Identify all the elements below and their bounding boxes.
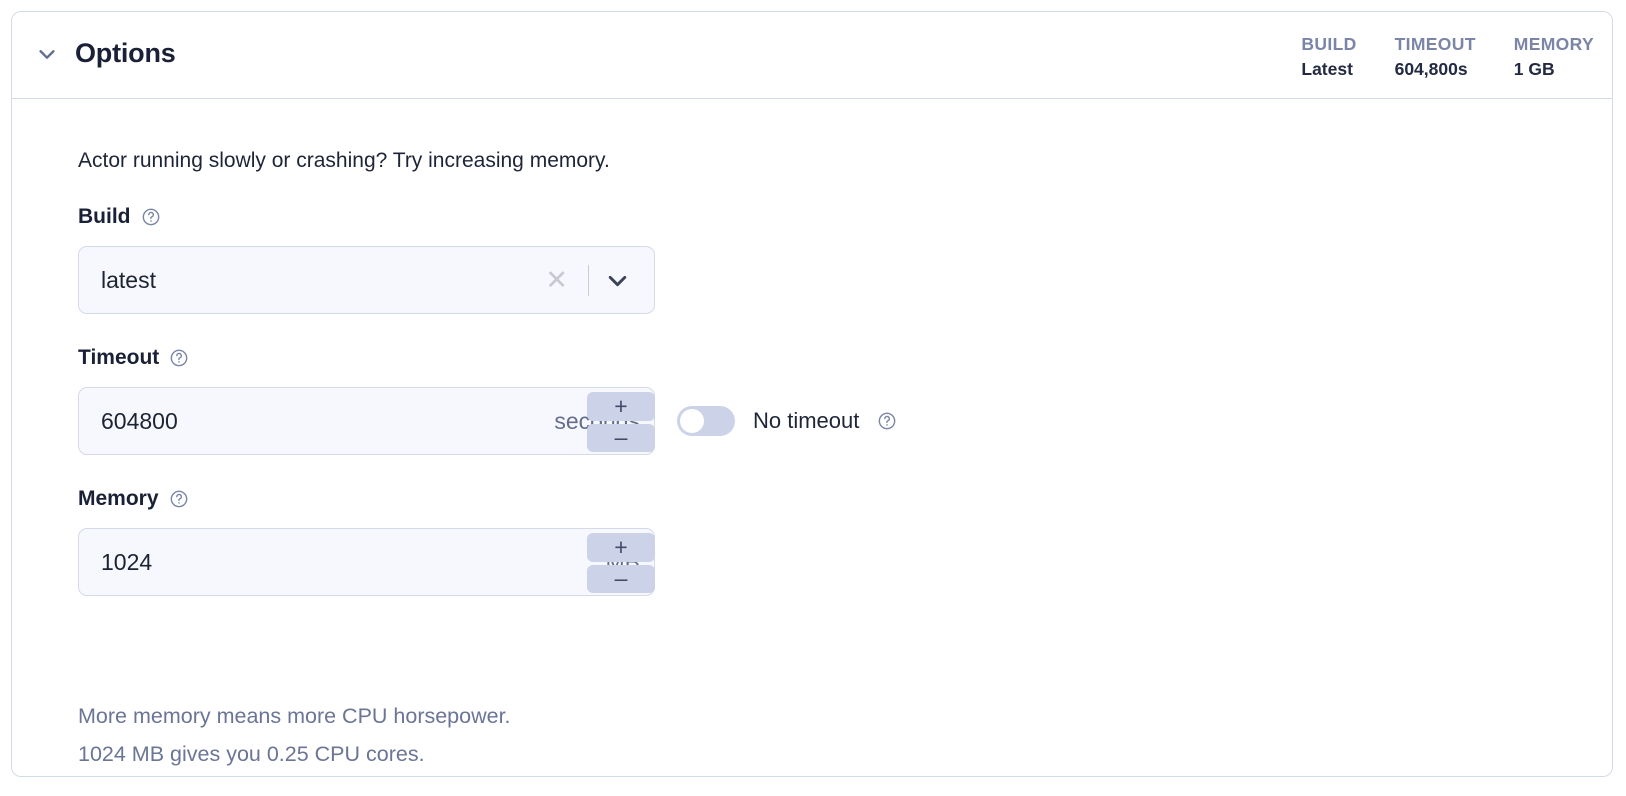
stat-memory-value: 1 GB — [1513, 59, 1555, 80]
memory-increment-button[interactable]: + — [587, 533, 655, 562]
intro-text: Actor running slowly or crashing? Try in… — [78, 149, 610, 172]
stat-timeout-value: 604,800s — [1394, 59, 1468, 80]
header-stats: BUILD Latest TIMEOUT 604,800s MEMORY 1 G… — [1301, 32, 1594, 83]
timeout-control-row: 604800 seconds + – No timeout — [78, 387, 897, 455]
memory-input-shell[interactable]: 1024 MB + – — [78, 528, 655, 596]
select-divider — [588, 264, 589, 296]
stat-build-value: Latest — [1301, 59, 1353, 80]
build-control-row: latest ✕ — [78, 246, 655, 314]
no-timeout-label: No timeout — [753, 408, 860, 433]
timeout-increment-button[interactable]: + — [587, 392, 655, 421]
help-circle-icon[interactable] — [169, 348, 189, 368]
help-circle-icon[interactable] — [141, 207, 161, 227]
close-icon[interactable]: ✕ — [545, 264, 568, 295]
help-circle-icon[interactable] — [169, 489, 189, 509]
build-select[interactable]: latest ✕ — [78, 246, 655, 314]
memory-helper-text: More memory means more CPU horsepower. 1… — [78, 697, 511, 774]
no-timeout-control: No timeout — [677, 406, 897, 436]
field-group-memory: Memory 1024 MB + – — [78, 488, 655, 596]
help-circle-icon[interactable] — [877, 411, 897, 431]
field-group-timeout: Timeout 604800 seconds + – — [78, 347, 897, 455]
timeout-label: Timeout — [78, 346, 160, 369]
memory-label: Memory — [78, 487, 159, 510]
memory-control-row: 1024 MB + – — [78, 528, 655, 596]
build-label: Build — [78, 205, 131, 228]
timeout-input-shell[interactable]: 604800 seconds + – — [78, 387, 655, 455]
page-title: Options — [75, 38, 176, 68]
timeout-stepper: + – — [587, 392, 655, 452]
stat-build: BUILD Latest — [1301, 32, 1356, 83]
timeout-input[interactable]: 604800 — [101, 407, 178, 434]
memory-decrement-button[interactable]: – — [587, 564, 655, 593]
timeout-label-row: Timeout — [78, 347, 897, 368]
stat-timeout-label: TIMEOUT — [1394, 34, 1476, 54]
stat-memory: MEMORY 1 GB — [1514, 32, 1594, 83]
options-collapse-toggle[interactable]: Options — [36, 40, 176, 67]
memory-label-row: Memory — [78, 488, 655, 509]
stat-timeout: TIMEOUT 604,800s — [1395, 32, 1476, 83]
build-label-row: Build — [78, 206, 655, 227]
chevron-down-icon — [39, 49, 55, 59]
memory-stepper: + – — [587, 533, 655, 593]
no-timeout-toggle[interactable] — [677, 406, 735, 436]
chevron-down-icon[interactable] — [605, 268, 630, 293]
build-select-value[interactable]: latest — [101, 266, 156, 293]
toggle-knob — [680, 409, 704, 433]
memory-input[interactable]: 1024 — [101, 548, 153, 575]
stat-memory-label: MEMORY — [1513, 34, 1594, 54]
field-group-build: Build latest ✕ — [78, 206, 655, 314]
memory-helper-line-2: 1024 MB gives you 0.25 CPU cores. — [78, 742, 425, 767]
timeout-decrement-button[interactable]: – — [587, 423, 655, 452]
card-header: Options BUILD Latest TIMEOUT 604,800s ME… — [12, 12, 1612, 99]
memory-helper-line-1: More memory means more CPU horsepower. — [78, 704, 511, 728]
options-card: Options BUILD Latest TIMEOUT 604,800s ME… — [11, 11, 1613, 777]
stat-build-label: BUILD — [1301, 34, 1357, 54]
